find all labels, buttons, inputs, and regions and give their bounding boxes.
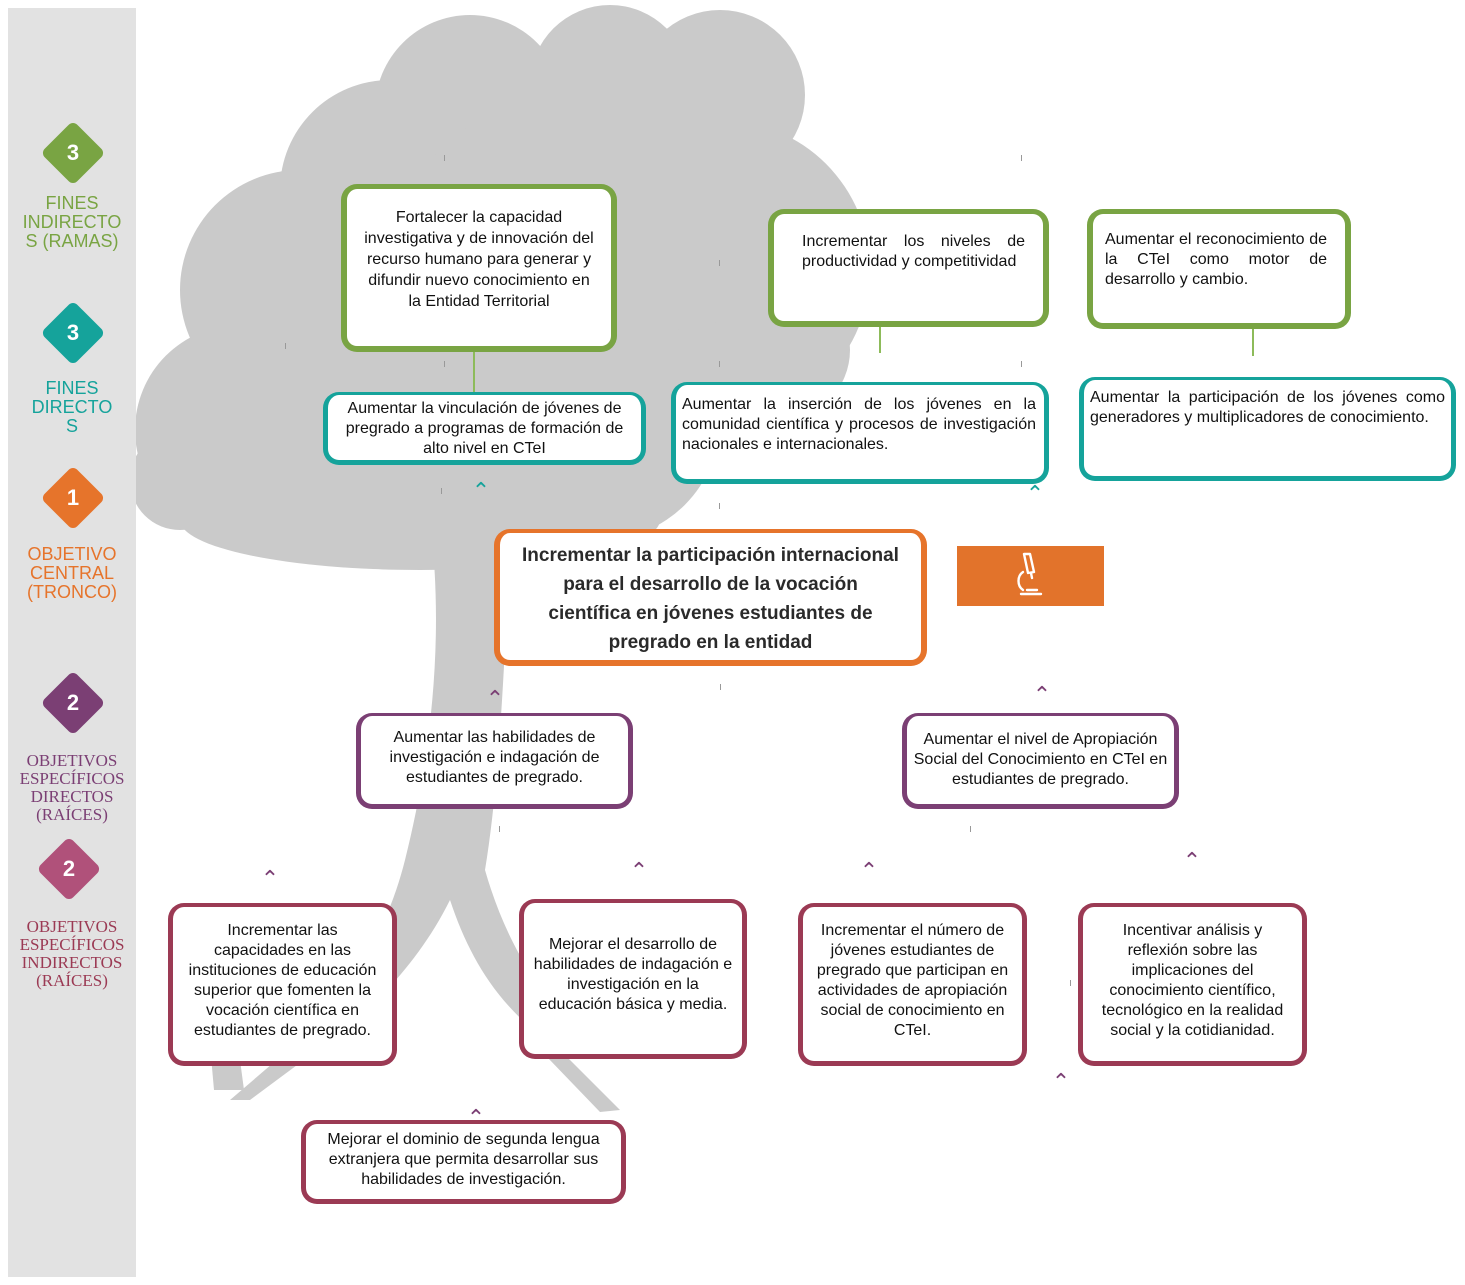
- tick-mark: [719, 503, 720, 509]
- arrow-up-icon: ⌃: [1025, 481, 1045, 506]
- tick-mark: [970, 826, 971, 832]
- level-label-fines-directos: FINES DIRECTO S: [31, 378, 113, 436]
- especifico-directo-1: Aumentar las habilidades de investigació…: [356, 713, 633, 809]
- fin-indirecto-2: Incrementar los niveles de productividad…: [768, 209, 1049, 327]
- arrow-up-icon: ⌃: [1051, 1069, 1071, 1094]
- arrow-up-icon: ⌃: [629, 858, 649, 883]
- fin-directo-1: Aumentar la vinculación de jóvenes de pr…: [323, 392, 646, 465]
- arrow-up-icon: ⌃: [1032, 682, 1052, 707]
- level-number-especificos-indirectos: 2: [62, 856, 76, 881]
- especifico-indirecto-3: Incrementar el número de jóvenes estudia…: [798, 903, 1027, 1066]
- especifico-directo-2: Aumentar el nivel de Apropiación Social …: [902, 713, 1179, 809]
- tick-mark: [444, 361, 445, 367]
- tick-mark: [1021, 155, 1022, 161]
- connector-line: [473, 348, 475, 392]
- especifico-indirecto-1: Incrementar las capacidades en las insti…: [168, 903, 397, 1066]
- tick-mark: [1021, 361, 1022, 367]
- legend-sidebar: [8, 8, 136, 1277]
- microscope-icon: [1017, 552, 1043, 596]
- microscope-icon-box: [957, 546, 1104, 606]
- tick-mark: [444, 155, 445, 161]
- connector-line: [879, 323, 881, 353]
- level-number-especificos-directos: 2: [66, 690, 80, 715]
- tick-mark: [719, 260, 720, 266]
- arrow-up-icon: ⌃: [1182, 848, 1202, 873]
- tick-mark: [1070, 980, 1071, 986]
- level-number-objetivo-central: 1: [66, 485, 80, 510]
- fin-indirecto-1: Fortalecer la capacidad investigativa y …: [341, 184, 617, 352]
- fin-indirecto-3: Aumentar el reconocimiento de la CTeI co…: [1087, 209, 1351, 329]
- especifico-indirecto-4: Incentivar análisis y reflexión sobre la…: [1078, 903, 1307, 1066]
- arrow-up-icon: ⌃: [471, 478, 491, 503]
- tick-mark: [720, 684, 721, 690]
- arrow-up-icon: ⌃: [485, 686, 505, 711]
- arrow-up-icon: ⌃: [859, 858, 879, 883]
- fin-directo-3: Aumentar la participación de los jóvenes…: [1079, 377, 1456, 481]
- arrow-up-icon: ⌃: [260, 866, 280, 891]
- objetivo-central: Incrementar la participación internacion…: [494, 529, 927, 666]
- level-number-fines-indirectos: 3: [66, 140, 80, 165]
- tick-mark: [441, 488, 442, 494]
- level-label-fines-indirectos: FINES INDIRECTO S (RAMAS): [22, 193, 122, 251]
- level-label-especificos-indirectos: OBJETIVOS ESPECÍFICOS INDIRECTOS (RAÍCES…: [19, 917, 125, 990]
- especifico-indirecto-5: Mejorar el dominio de segunda lengua ext…: [301, 1120, 626, 1204]
- level-label-objetivo-central: OBJETIVO CENTRAL (TRONCO): [27, 544, 117, 602]
- tick-mark: [719, 361, 720, 367]
- especifico-indirecto-2: Mejorar el desarrollo de habilidades de …: [519, 899, 747, 1059]
- level-number-fines-directos: 3: [66, 320, 80, 345]
- level-label-especificos-directos: OBJETIVOS ESPECÍFICOS DIRECTOS (RAÍCES): [19, 751, 125, 824]
- connector-line: [1252, 328, 1254, 356]
- fin-directo-2: Aumentar la inserción de los jóvenes en …: [671, 382, 1049, 484]
- tick-mark: [285, 343, 286, 349]
- tick-mark: [499, 826, 500, 832]
